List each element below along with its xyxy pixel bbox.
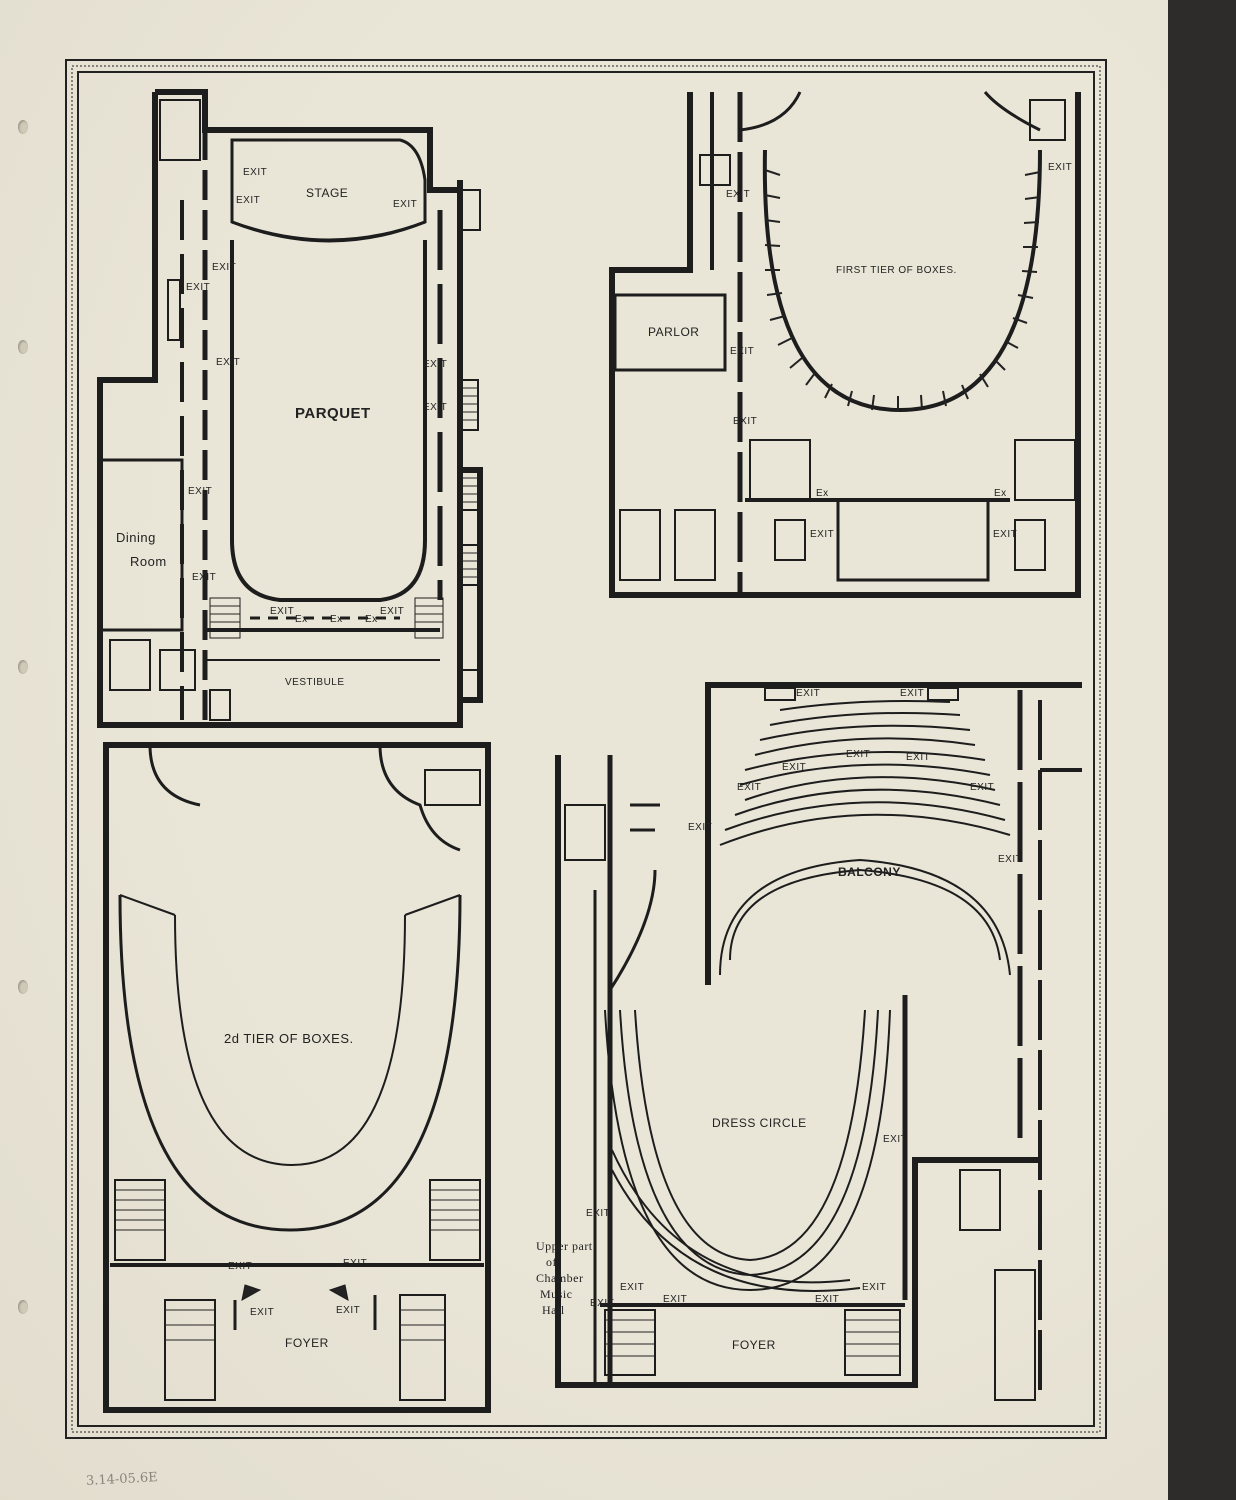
vestibule-label: VESTIBULE xyxy=(285,677,345,688)
dress-circle-exit-5: EXIT xyxy=(663,1294,687,1305)
first-tier-plan xyxy=(609,91,1081,598)
parquet-exit-9: EXIT xyxy=(188,486,212,497)
dress-circle-plan xyxy=(555,755,1040,1401)
second-tier-foyer-label: FOYER xyxy=(285,1336,329,1350)
first-tier-exit-6: EXIT xyxy=(993,529,1017,540)
second-tier-exit-1: EXIT xyxy=(228,1261,252,1272)
background-dark xyxy=(1168,0,1236,1500)
dress-circle-exit-7: EXIT xyxy=(862,1282,886,1293)
parquet-exit-3: EXIT xyxy=(393,199,417,210)
dress-circle-exit-3: EXIT xyxy=(620,1282,644,1293)
dining-label-1: Dining xyxy=(116,530,156,545)
page-border xyxy=(65,59,1107,1439)
first-tier-exit-5: EXIT xyxy=(810,529,834,540)
parquet-stair-lines xyxy=(210,387,478,623)
parquet-exit-7: EXIT xyxy=(423,359,447,370)
parquet-exit-11: EXIT xyxy=(270,606,294,617)
first-tier-exit-1: EXIT xyxy=(726,189,750,200)
dress-circle-stair-lines xyxy=(605,1319,900,1357)
parquet-exit-5: EXIT xyxy=(186,282,210,293)
parquet-exit-6: EXIT xyxy=(216,357,240,368)
chamber-label-1: Upper part xyxy=(536,1239,593,1253)
parquet-plan xyxy=(97,89,483,728)
first-tier-exit-2: EXIT xyxy=(1048,162,1072,173)
first-tier-exit-3: EXIT xyxy=(730,346,754,357)
balcony-exit-4: EXIT xyxy=(782,762,806,773)
balcony-exit-7: EXIT xyxy=(970,782,994,793)
balcony-plan xyxy=(705,682,1082,1400)
parquet-exit-10: EXIT xyxy=(192,572,216,583)
dress-circle-foyer-label: FOYER xyxy=(732,1338,776,1352)
parquet-ex-1: Ex xyxy=(295,614,308,625)
dress-circle-exit-6: EXIT xyxy=(815,1294,839,1305)
first-tier-exit-4: EXIT xyxy=(733,416,757,427)
parquet-exit-1: EXIT xyxy=(243,167,267,178)
second-tier-exit-4: EXIT xyxy=(336,1305,360,1316)
parquet-exit-2: EXIT xyxy=(236,195,260,206)
balcony-exit-2: EXIT xyxy=(900,688,924,699)
balcony-label: BALCONY xyxy=(838,865,901,879)
second-tier-exit-2: EXIT xyxy=(343,1258,367,1269)
balcony-exit-1: EXIT xyxy=(796,688,820,699)
parquet-ex-3: Ex xyxy=(365,614,378,625)
parlor-label: PARLOR xyxy=(648,325,699,339)
balcony-exit-6: EXIT xyxy=(906,752,930,763)
first-tier-ex-2: Ex xyxy=(994,488,1007,499)
parquet-ex-2: Ex xyxy=(330,614,343,625)
chamber-label-5: Hall xyxy=(542,1303,565,1317)
first-tier-boxes xyxy=(764,169,1041,411)
first-tier-ex-1: Ex xyxy=(816,488,829,499)
parquet-exit-12: EXIT xyxy=(380,606,404,617)
second-tier-label: 2d TIER OF BOXES. xyxy=(224,1031,354,1046)
balcony-exit-8: EXIT xyxy=(688,822,712,833)
dress-circle-label: DRESS CIRCLE xyxy=(712,1116,807,1130)
second-tier-exit-3: EXIT xyxy=(250,1307,274,1318)
chamber-label-3: Chamber xyxy=(536,1271,584,1285)
dress-circle-exit-1: EXIT xyxy=(883,1134,907,1145)
balcony-exit-9: EXIT xyxy=(998,854,1022,865)
parquet-label: PARQUET xyxy=(295,405,371,422)
second-tier-stair-lines xyxy=(115,1189,480,1341)
chamber-label-2: of xyxy=(546,1255,557,1269)
parquet-exit-8: EXIT xyxy=(423,402,447,413)
dress-circle-exit-4: EXIT xyxy=(590,1298,614,1309)
dining-label-2: Room xyxy=(130,554,167,569)
stage-label: STAGE xyxy=(306,186,348,200)
second-tier-plan xyxy=(103,742,491,1413)
balcony-exit-3: EXIT xyxy=(737,782,761,793)
balcony-exit-5: EXIT xyxy=(846,749,870,760)
first-tier-label: FIRST TIER OF BOXES. xyxy=(836,265,957,276)
chamber-label-4: Music xyxy=(540,1287,573,1301)
dress-circle-exit-2: EXIT xyxy=(586,1208,610,1219)
parquet-exit-4: EXIT xyxy=(212,262,236,273)
